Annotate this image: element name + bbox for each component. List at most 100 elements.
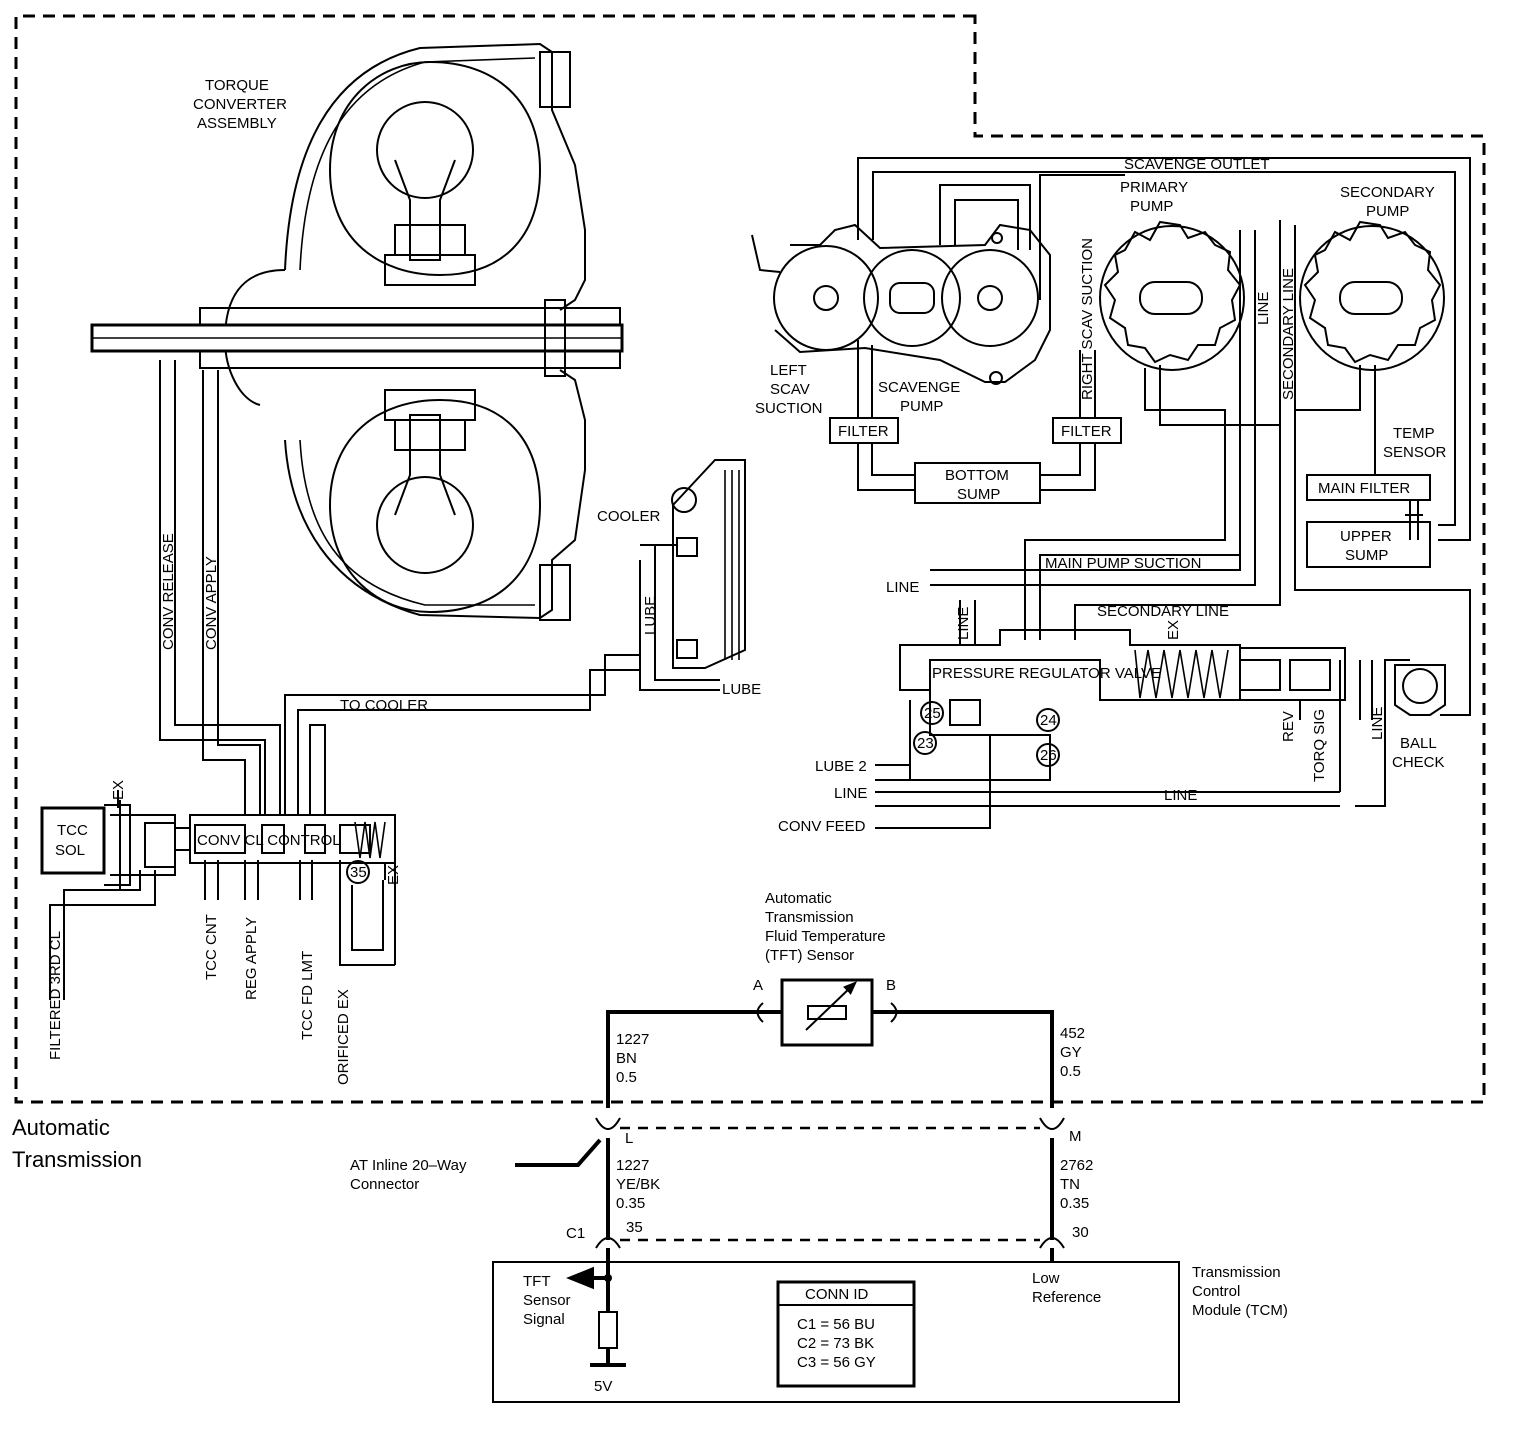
- torque-converter-label-1: TORQUE: [205, 77, 269, 94]
- orifice-25-label: 25: [924, 705, 941, 722]
- tcc-fd-lmt-label: TCC FD LMT: [299, 951, 316, 1040]
- ex-label-right: EX: [385, 865, 402, 885]
- orifice-24-label: 24: [1040, 712, 1057, 729]
- scavenge-pump: [751, 223, 1051, 385]
- primary-pump-label-2: PUMP: [1130, 198, 1173, 215]
- pin-30-label: 30: [1072, 1224, 1089, 1241]
- tft-sensor-label-4: (TFT) Sensor: [765, 947, 854, 964]
- secondary-line-label-horizontal: SECONDARY LINE: [1097, 603, 1229, 620]
- section-label-line2: Transmission: [12, 1147, 142, 1172]
- tcc-sol-label-1: TCC: [57, 822, 88, 839]
- wire-452-gy: [872, 1010, 1054, 1108]
- wire-left-bottom-3: 0.35: [616, 1195, 645, 1212]
- transmission-boundary: [14, 14, 1486, 1104]
- tcm-pin-35: [595, 1237, 621, 1249]
- secondary-pump-label-1: SECONDARY: [1340, 184, 1435, 201]
- wire-left-top-3: 0.5: [616, 1069, 637, 1086]
- pin-l-label: L: [625, 1130, 633, 1147]
- tft-thermistor: [807, 1005, 847, 1020]
- ball-check: [1394, 664, 1446, 716]
- left-scav-suction-2: SCAV: [770, 381, 810, 398]
- ex-label-valve: EX: [1165, 620, 1182, 640]
- tft-signal-label-2: Sensor: [523, 1292, 571, 1309]
- cooler: [639, 459, 746, 691]
- ball-check-label-2: CHECK: [1392, 754, 1445, 771]
- main-filter-label: MAIN FILTER: [1318, 480, 1410, 497]
- inline-pin-l: [595, 1117, 621, 1130]
- c1-label: C1: [566, 1225, 585, 1242]
- temp-sensor-label-1: TEMP: [1393, 425, 1435, 442]
- tcm-label-2: Control: [1192, 1283, 1240, 1300]
- wire-right-top-1: 452: [1060, 1025, 1085, 1042]
- torque-converter-label-2: CONVERTER: [193, 96, 287, 113]
- conn-id-row-3: C3 = 56 GY: [797, 1354, 876, 1371]
- line-label-lower-center: LINE: [1164, 787, 1197, 804]
- wire-1227-bn: [606, 1010, 782, 1108]
- orifice-35: [346, 860, 370, 884]
- wire-right-top-2: GY: [1060, 1044, 1082, 1061]
- converter-lines: [159, 360, 640, 815]
- tft-sensor: [780, 978, 874, 1047]
- orifice-25: [920, 701, 944, 725]
- orifice-26: [1036, 743, 1060, 767]
- wire-right-bottom-1: 2762: [1060, 1157, 1093, 1174]
- orifice-23-label: 23: [917, 735, 934, 752]
- cooler-label: COOLER: [597, 508, 661, 525]
- reg-apply-label: REG APPLY: [243, 917, 260, 1000]
- conn-id-row-1: C1 = 56 BU: [797, 1316, 875, 1333]
- line-label-primary: LINE: [1255, 292, 1272, 325]
- line-label-valve: LINE: [955, 607, 972, 640]
- torque-converter-label-3: ASSEMBLY: [197, 115, 277, 132]
- section-label-line1: Automatic: [12, 1115, 110, 1140]
- primary-pump-label-1: PRIMARY: [1120, 179, 1188, 196]
- wire-right-bottom-2: TN: [1060, 1176, 1080, 1193]
- secondary-pump-label-2: PUMP: [1366, 203, 1409, 220]
- conn-id-table: [776, 1280, 916, 1388]
- pressure-regulator-valve-label: PRESSURE REGULATOR VALVE: [932, 665, 1161, 682]
- orifice-35-label: 35: [350, 864, 367, 881]
- inline-pin-m: [1039, 1117, 1065, 1130]
- tcm-label-1: Transmission: [1192, 1264, 1281, 1281]
- tcm-pin-30: [1039, 1237, 1065, 1249]
- scavenge-outlet-label: SCAVENGE OUTLET: [1124, 156, 1270, 173]
- tcm-label-3: Module (TCM): [1192, 1302, 1288, 1319]
- orificed-ex-label: ORIFICED EX: [335, 989, 352, 1085]
- right-scav-suction-label: RIGHT SCAV SUCTION: [1079, 238, 1096, 400]
- ex-label-tcc: EX: [110, 780, 127, 800]
- pin-35-label: 35: [626, 1219, 643, 1236]
- line-label-left: LINE: [886, 579, 919, 596]
- tcc-bottom-lines: [49, 860, 396, 1000]
- torq-sig-label: TORQ SIG: [1311, 709, 1328, 782]
- upper-sump-label-2: SUMP: [1345, 547, 1388, 564]
- secondary-line-label-vertical: SECONDARY LINE: [1280, 268, 1297, 400]
- upper-sump-label-1: UPPER: [1340, 528, 1392, 545]
- tcc-valve-body: [40, 790, 396, 890]
- tft-signal-label-1: TFT: [523, 1273, 551, 1290]
- rev-label: REV: [1280, 711, 1297, 742]
- tft-sensor-label-1: Automatic: [765, 890, 832, 907]
- wire-left-top-1: 1227: [616, 1031, 649, 1048]
- orifice-26-label: 26: [1040, 747, 1057, 764]
- bottom-sump-label-2: SUMP: [957, 486, 1000, 503]
- conv-feed-label: CONV FEED: [778, 818, 866, 835]
- filter-right-label: FILTER: [1061, 423, 1112, 440]
- regulator-outlet-lines: [875, 659, 1410, 829]
- scavenge-lines: [857, 157, 1471, 541]
- primary-pump: [930, 220, 1256, 640]
- low-reference-label-2: Reference: [1032, 1289, 1101, 1306]
- lube-label-horizontal: LUBE: [722, 681, 761, 698]
- orifice-23: [913, 731, 937, 755]
- tcc-sol-label-2: SOL: [55, 842, 85, 859]
- conn-id-row-2: C2 = 73 BK: [797, 1335, 874, 1352]
- tft-pin-b-label: B: [886, 977, 896, 994]
- torque-converter: [90, 42, 624, 621]
- filtered-3rd-cl-label: FILTERED 3RD CL: [47, 931, 64, 1060]
- pressure-regulator-valve: [899, 600, 1373, 781]
- wire-right-top-3: 0.5: [1060, 1063, 1081, 1080]
- conv-apply-label: CONV APPLY: [203, 556, 220, 650]
- filter-left-label: FILTER: [838, 423, 889, 440]
- temp-sensor-label-2: SENSOR: [1383, 444, 1447, 461]
- temp-sensor-probe: [1405, 500, 1423, 540]
- main-filter: [1306, 474, 1431, 501]
